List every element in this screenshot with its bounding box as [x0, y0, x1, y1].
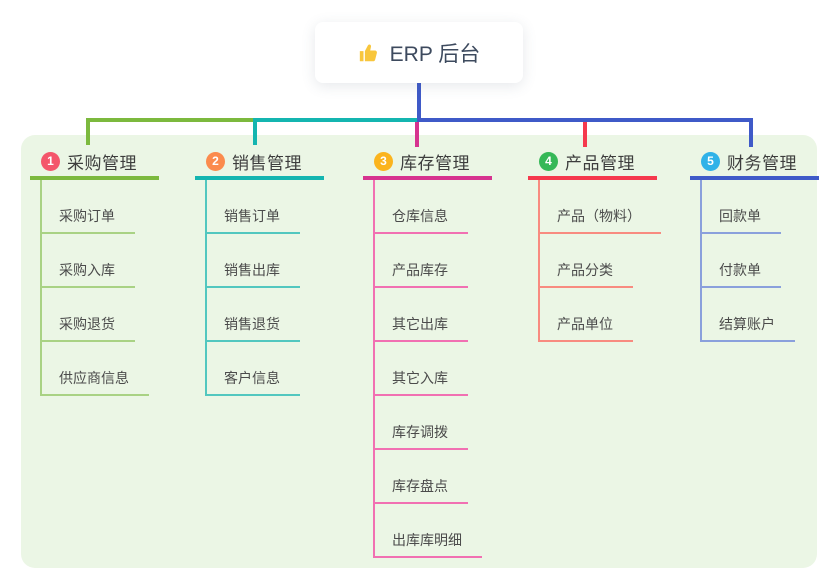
root-node-label: ERP 后台 — [389, 42, 481, 66]
connector-drop-sales — [253, 118, 257, 145]
connector-drop-finance — [749, 118, 753, 147]
thumbs-up-icon — [358, 42, 380, 64]
branch-badge: 4 — [539, 151, 558, 171]
sub-item-label: 客户信息 — [224, 370, 280, 386]
mindmap-background-panel — [21, 135, 817, 568]
connector-bar-sales — [253, 118, 421, 122]
sub-item-label: 付款单 — [719, 262, 761, 278]
branch-node-inventory[interactable]: 3 库存管理 — [363, 146, 492, 180]
sub-item[interactable]: 其它入库 — [375, 342, 468, 396]
sub-item[interactable]: 产品库存 — [375, 234, 468, 288]
sub-item[interactable]: 仓库信息 — [375, 180, 468, 234]
sub-item-label: 销售出库 — [224, 262, 280, 278]
sub-item[interactable]: 结算账户 — [702, 288, 795, 342]
branch-children-inventory: 仓库信息产品库存其它出库其它入库库存调拨库存盘点出库库明细 — [373, 180, 482, 558]
sub-item[interactable]: 销售订单 — [207, 180, 300, 234]
sub-item[interactable]: 销售退货 — [207, 288, 300, 342]
connector-drop-purchase — [86, 118, 90, 145]
sub-item[interactable]: 付款单 — [702, 234, 781, 288]
sub-item-label: 产品分类 — [557, 262, 613, 278]
sub-item-label: 回款单 — [719, 208, 761, 224]
sub-item-label: 产品（物料） — [557, 208, 641, 224]
sub-item-label: 出库库明细 — [392, 532, 462, 548]
branch-badge: 3 — [374, 151, 393, 171]
sub-item[interactable]: 库存调拨 — [375, 396, 468, 450]
sub-item-label: 产品单位 — [557, 316, 613, 332]
sub-item-label: 其它出库 — [392, 316, 448, 332]
branch-children-finance: 回款单付款单结算账户 — [700, 180, 795, 342]
sub-item-label: 库存盘点 — [392, 478, 448, 494]
sub-item[interactable]: 产品分类 — [540, 234, 633, 288]
sub-item-label: 销售订单 — [224, 208, 280, 224]
sub-item-label: 采购订单 — [59, 208, 115, 224]
sub-item[interactable]: 其它出库 — [375, 288, 468, 342]
branch-product: 4 产品管理 产品（物料） 产品分类产品单位 — [528, 146, 661, 342]
branch-label: 销售管理 — [232, 153, 302, 173]
branch-node-finance[interactable]: 5 财务管理 — [690, 146, 819, 180]
sub-item-label: 销售退货 — [224, 316, 280, 332]
sub-item[interactable]: 产品单位 — [540, 288, 633, 342]
sub-item[interactable]: 出库库明细 — [375, 504, 482, 558]
sub-item-label: 库存调拨 — [392, 424, 448, 440]
branch-sales: 2 销售管理 销售订单销售出库销售退货客户信息 — [195, 146, 324, 396]
sub-item-label: 产品库存 — [392, 262, 448, 278]
sub-item[interactable]: 产品（物料） — [540, 180, 661, 234]
sub-item[interactable]: 回款单 — [702, 180, 781, 234]
sub-item[interactable]: 库存盘点 — [375, 450, 468, 504]
branch-inventory: 3 库存管理 仓库信息产品库存其它出库其它入库库存调拨库存盘点出库库明细 — [363, 146, 492, 558]
sub-item[interactable]: 采购退货 — [42, 288, 135, 342]
sub-item-label: 其它入库 — [392, 370, 448, 386]
root-connector-line — [417, 82, 421, 122]
branch-badge: 2 — [206, 151, 225, 171]
root-node[interactable]: ERP 后台 — [315, 22, 523, 83]
sub-item-label: 供应商信息 — [59, 370, 129, 386]
connector-drop-inventory — [415, 122, 419, 147]
sub-item[interactable]: 供应商信息 — [42, 342, 149, 396]
sub-item-label: 采购入库 — [59, 262, 115, 278]
branch-children-sales: 销售订单销售出库销售退货客户信息 — [205, 180, 300, 396]
branch-badge: 5 — [701, 151, 720, 171]
branch-node-sales[interactable]: 2 销售管理 — [195, 146, 324, 180]
branch-children-purchase: 采购订单采购入库采购退货供应商信息 — [40, 180, 149, 396]
sub-item-label: 采购退货 — [59, 316, 115, 332]
branch-purchase: 1 采购管理 采购订单采购入库采购退货供应商信息 — [30, 146, 159, 396]
branch-node-purchase[interactable]: 1 采购管理 — [30, 146, 159, 180]
branch-label: 库存管理 — [400, 153, 470, 173]
connector-bar-purchase — [86, 118, 257, 122]
connector-bar-finance — [417, 118, 753, 122]
branch-finance: 5 财务管理 回款单付款单结算账户 — [690, 146, 819, 342]
branch-badge: 1 — [41, 151, 60, 171]
sub-item-label: 结算账户 — [719, 316, 775, 332]
sub-item[interactable]: 采购订单 — [42, 180, 135, 234]
connector-drop-product — [583, 122, 587, 147]
branch-node-product[interactable]: 4 产品管理 — [528, 146, 657, 180]
branch-children-product: 产品（物料） 产品分类产品单位 — [538, 180, 661, 342]
sub-item[interactable]: 销售出库 — [207, 234, 300, 288]
sub-item-label: 仓库信息 — [392, 208, 448, 224]
branch-label: 产品管理 — [565, 153, 635, 173]
sub-item[interactable]: 客户信息 — [207, 342, 300, 396]
branch-label: 采购管理 — [67, 153, 137, 173]
sub-item[interactable]: 采购入库 — [42, 234, 135, 288]
branch-label: 财务管理 — [727, 153, 797, 173]
